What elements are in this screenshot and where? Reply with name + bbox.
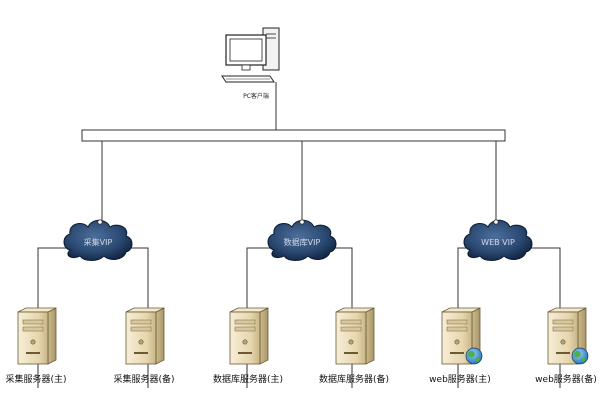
server-icon <box>229 307 269 365</box>
pc-client-label: PC客户端 <box>243 92 269 100</box>
server-label: web服务器(备) <box>535 373 597 385</box>
servers-layer <box>17 307 589 365</box>
group-database: 数据库VIP <box>246 219 353 388</box>
network-bus <box>81 129 506 142</box>
cloud-icon <box>63 219 133 261</box>
server-labels: 采集服务器(主) 采集服务器(备) 数据库服务器(主) 数据库服务器(备) we… <box>5 373 596 385</box>
bus-drops <box>101 141 497 222</box>
server-label: web服务器(主) <box>429 373 491 385</box>
server-label: 数据库服务器(备) <box>319 373 389 385</box>
server-icon <box>125 307 165 365</box>
globe-icon <box>571 347 589 365</box>
server-label: 采集服务器(备) <box>113 373 174 385</box>
cloud-icon <box>267 219 337 261</box>
cloud-icon <box>463 219 533 261</box>
vip-label-database: 数据库VIP <box>284 237 321 247</box>
web-server-icon <box>547 307 589 365</box>
vip-label-collect: 采集VIP <box>84 237 113 247</box>
server-label: 采集服务器(主) <box>5 373 66 385</box>
globe-icon <box>465 347 483 365</box>
pc-icon <box>221 27 280 83</box>
vip-label-web: WEB VIP <box>481 238 515 247</box>
server-label: 数据库服务器(主) <box>213 373 283 385</box>
web-server-icon <box>441 307 483 365</box>
server-icon <box>335 307 375 365</box>
server-icon <box>17 307 57 365</box>
